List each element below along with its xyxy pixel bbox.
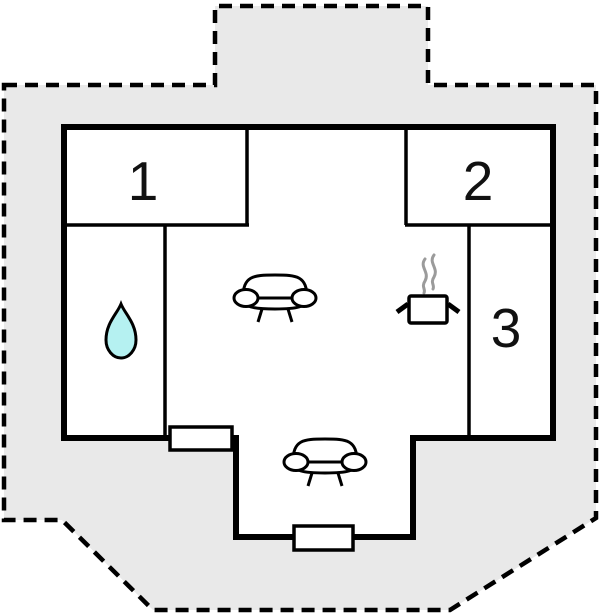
cooking-pot-icon — [407, 294, 449, 325]
pot-handle-right — [446, 301, 461, 315]
room-1-label: 1 — [128, 150, 159, 212]
window-marker — [168, 425, 234, 452]
steam-icon — [430, 253, 437, 291]
room-3-label: 3 — [491, 297, 522, 359]
interior-walls — [63, 127, 553, 438]
steam-icon — [421, 257, 428, 295]
window-marker — [292, 524, 355, 552]
cooking-pot-group — [395, 253, 461, 325]
room-2-label: 2 — [463, 150, 494, 212]
pot-handle-left — [395, 301, 410, 315]
water-drop-icon — [104, 299, 138, 360]
